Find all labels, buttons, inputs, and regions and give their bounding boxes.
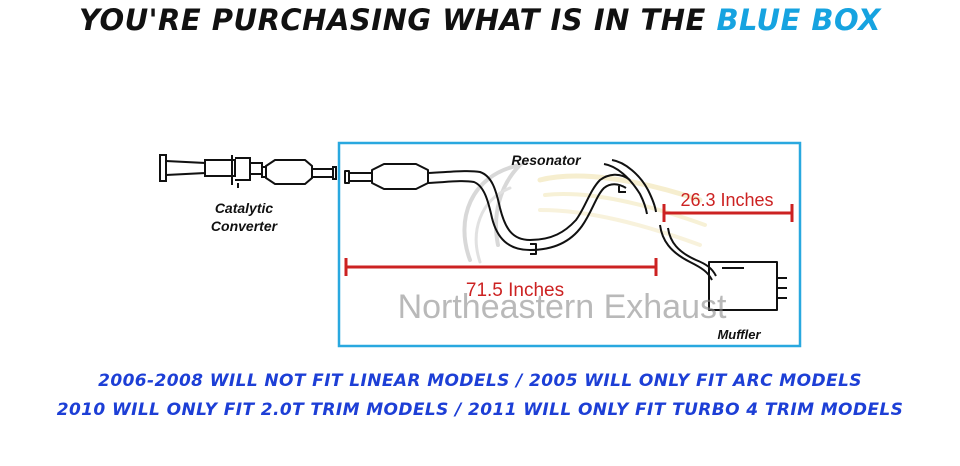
label-catalytic-line2: Converter	[211, 218, 279, 234]
label-catalytic-line1: Catalytic	[215, 200, 274, 216]
headline-prefix: YOU'RE PURCHASING WHAT IS IN THE	[78, 3, 706, 37]
label-muffler: Muffler	[717, 327, 761, 342]
watermark-text: Northeastern Exhaust	[398, 288, 727, 326]
measurement-left: 71.5 Inches	[466, 280, 564, 301]
fitment-note-2: 2010 WILL ONLY FIT 2.0T TRIM MODELS / 20…	[56, 400, 904, 420]
blue-box	[337, 141, 802, 348]
headline-accent: BLUE BOX	[716, 3, 881, 37]
dimension-71-5	[344, 258, 658, 276]
dimension-26-3	[662, 204, 794, 222]
measurement-right: 26.3 Inches	[680, 190, 773, 210]
label-resonator: Resonator	[511, 152, 582, 168]
headline: YOU'RE PURCHASING WHAT IS IN THE BLUE BO…	[0, 0, 960, 40]
resonator-pipe-section	[344, 159, 787, 311]
fitment-note-1: 2006-2008 WILL NOT FIT LINEAR MODELS / 2…	[98, 371, 862, 391]
watermark-horse	[462, 161, 707, 264]
catalytic-pipe-section	[159, 154, 337, 188]
